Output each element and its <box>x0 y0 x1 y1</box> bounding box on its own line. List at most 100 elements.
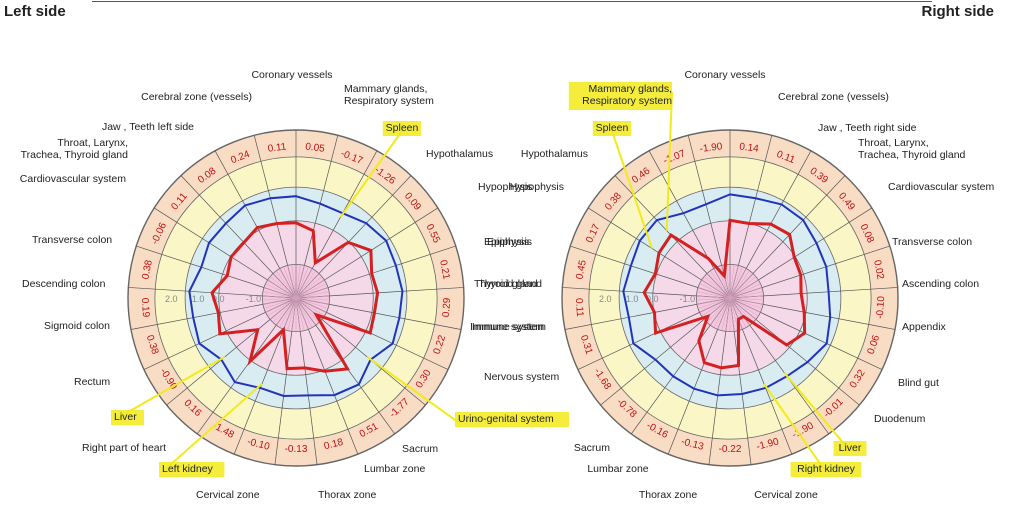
value-label: 0.18 <box>323 437 345 453</box>
organ-label: Rectum <box>74 376 110 388</box>
value-label: 0.05 <box>305 141 326 154</box>
center-spoke <box>729 297 764 305</box>
center-spoke <box>729 297 750 326</box>
highlight-pointer <box>113 356 226 421</box>
center-spoke <box>295 279 325 299</box>
center-spoke <box>276 270 297 299</box>
center-spoke <box>729 291 764 299</box>
highlight-pointer <box>161 383 263 473</box>
center-spoke <box>295 287 329 299</box>
organ-label: Cerebral zone (vessels) <box>778 91 889 103</box>
center-spoke <box>269 276 297 299</box>
center-spoke <box>729 266 743 299</box>
data-line <box>210 221 380 373</box>
organ-label: Trachea, Thyroid gland <box>858 149 966 161</box>
center-spoke <box>706 273 731 299</box>
highlight-pointer <box>665 91 673 231</box>
highlight-marker <box>592 121 632 136</box>
organ-label: Throat, Larynx, <box>858 137 929 149</box>
center-spoke <box>697 287 731 299</box>
organ-label: Hypophysis <box>478 181 532 193</box>
center-spoke <box>729 287 763 299</box>
value-label: 0.45 <box>574 259 589 281</box>
center-spoke <box>295 265 305 299</box>
value-label: -0.10 <box>875 295 887 319</box>
center-spoke <box>717 297 731 330</box>
center-spoke <box>710 270 731 299</box>
center-spoke <box>267 279 297 299</box>
center-spoke <box>703 276 731 299</box>
scale-label: 2.0 <box>599 294 612 304</box>
center-spoke <box>287 265 297 299</box>
organ-label: Hypothalamus <box>521 148 588 160</box>
center-spoke <box>710 297 731 326</box>
organ-label: Thyroid gland <box>478 278 542 290</box>
organ-label: Coronary vessels <box>251 69 332 81</box>
organ-label: Blind gut <box>898 377 939 389</box>
center-spoke <box>291 264 297 299</box>
organ-label: Throat, Larynx, <box>57 137 128 149</box>
organ-label: Jaw , Teeth left side <box>102 121 194 133</box>
center-spoke <box>279 297 297 328</box>
center-spoke <box>272 273 297 299</box>
organ-label: Epiphysis <box>484 236 529 248</box>
center-spoke <box>295 266 309 299</box>
value-label: 0.21 <box>437 259 452 281</box>
organ-label: Epiphysis <box>487 236 532 248</box>
scale-label: 1.0 <box>192 294 205 304</box>
center-spoke <box>721 265 731 299</box>
center-spoke <box>295 276 323 299</box>
center-spoke <box>262 295 297 299</box>
organ-label: Mammary glands, <box>344 83 427 95</box>
organ-label: Liver <box>114 411 137 423</box>
left-side-title: Left side <box>4 3 66 20</box>
center-spoke <box>729 297 757 320</box>
center-spoke <box>696 297 731 305</box>
organ-label: Liver <box>839 442 862 454</box>
center-spoke <box>295 283 327 299</box>
center-spoke <box>729 268 747 299</box>
center-spoke <box>699 297 731 313</box>
center-spoke <box>729 265 739 299</box>
highlight-marker <box>833 441 867 456</box>
center-spoke <box>729 270 750 299</box>
center-spoke <box>295 270 316 299</box>
center-spoke <box>287 297 297 331</box>
highlight-pointer <box>611 130 653 249</box>
center-spoke <box>713 268 731 299</box>
center-spoke <box>295 297 301 332</box>
center-spoke <box>295 297 305 331</box>
organ-label: Right kidney <box>797 463 856 475</box>
center-spoke <box>269 297 297 320</box>
center-spoke <box>696 291 731 299</box>
center-spoke <box>729 283 761 299</box>
center-spoke <box>729 264 735 299</box>
center-spoke <box>295 297 329 309</box>
center-spoke <box>272 297 297 323</box>
organ-label: Thorax zone <box>318 489 377 501</box>
center-spoke <box>279 268 297 299</box>
center-spoke <box>276 297 297 326</box>
organ-label: Respiratory system <box>582 95 672 107</box>
center-spoke <box>295 295 330 299</box>
highlight-pointer <box>366 356 459 423</box>
data-line <box>642 218 807 370</box>
center-spoke <box>729 297 759 317</box>
highlight-marker <box>790 462 862 477</box>
organ-label: Spleen <box>386 122 419 134</box>
reference-line <box>622 193 832 397</box>
center-spoke <box>706 297 731 323</box>
center-spoke <box>295 268 313 299</box>
center-spoke <box>295 297 330 305</box>
scale-label: 2.0 <box>165 294 178 304</box>
highlight-marker <box>111 410 144 425</box>
organ-label: Coronary vessels <box>684 69 765 81</box>
value-label: 0.11 <box>573 298 585 318</box>
center-spoke <box>729 273 754 299</box>
organ-label: Spleen <box>596 122 629 134</box>
center-spoke <box>713 297 731 328</box>
center-spoke <box>283 266 297 299</box>
value-label: -1.90 <box>699 141 723 155</box>
right-side-title: Right side <box>921 3 994 20</box>
